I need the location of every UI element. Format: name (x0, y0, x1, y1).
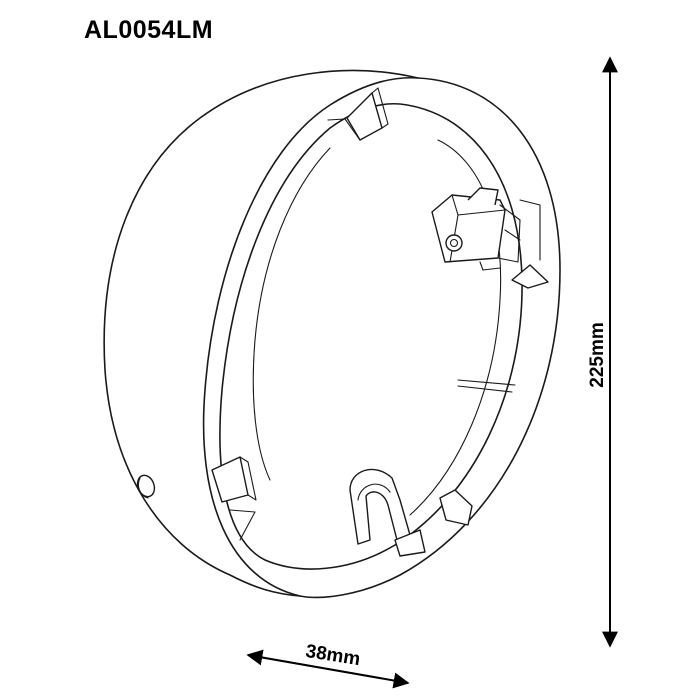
bottom-right-notch (439, 489, 473, 526)
mounting-hole-icon (136, 474, 156, 499)
housing-outer-shell (103, 69, 561, 599)
bottom-spring-clip (349, 468, 426, 557)
height-dimension: 225mm (587, 56, 618, 648)
top-notch (327, 87, 389, 141)
height-dimension-label: 225mm (587, 322, 608, 388)
left-notch (211, 456, 257, 541)
spring-clip-bracket (431, 187, 521, 271)
depth-dimension: 38mm (246, 641, 410, 689)
right-notch (511, 199, 549, 289)
housing-inner-wall (252, 139, 516, 516)
clip-screw-icon (445, 234, 463, 252)
model-code-title: AL0054LM (84, 16, 214, 44)
